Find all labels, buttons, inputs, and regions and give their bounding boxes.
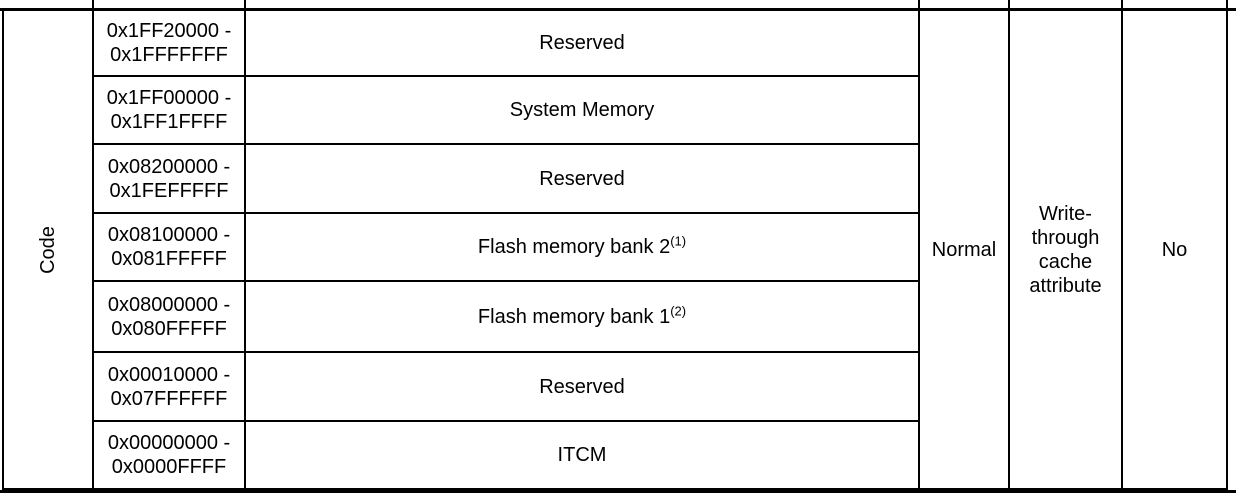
fragment-vline	[1008, 0, 1010, 8]
fragment-vline	[1226, 0, 1228, 8]
footnote-ref: (2)	[670, 302, 687, 318]
region-name: ITCM	[246, 422, 920, 490]
region-name: Flash memory bank 2(1)	[246, 214, 920, 282]
address-range: 0x08000000 - 0x080FFFFF	[94, 282, 246, 353]
flag-label: No	[1161, 238, 1188, 261]
region-name: Reserved	[246, 11, 920, 77]
region-name: System Memory	[246, 77, 920, 145]
fragment-vline	[92, 0, 94, 8]
address-range: 0x08200000 - 0x1FEFFFFF	[94, 145, 246, 214]
region-name: Reserved	[246, 145, 920, 214]
region-group-label: Code	[37, 225, 59, 274]
region-name: Reserved	[246, 353, 920, 422]
address-range: 0x08100000 - 0x081FFFFF	[94, 214, 246, 282]
memory-map-table: Code 0x1FF20000 - 0x1FFFFFFF Reserved 0x…	[2, 11, 1228, 490]
memory-type-label: Normal	[931, 238, 997, 261]
table-bottom-rule	[0, 490, 1236, 493]
address-range: 0x1FF20000 - 0x1FFFFFFF	[94, 11, 246, 77]
table-section-divider	[0, 8, 1236, 11]
fragment-vline	[1121, 0, 1123, 8]
memory-type-cell: Normal	[920, 11, 1010, 490]
region-name: Flash memory bank 1(2)	[246, 282, 920, 353]
fragment-vline	[244, 0, 246, 8]
cache-attribute-label: Write- through cache attribute	[1029, 202, 1102, 297]
flag-cell: No	[1123, 11, 1228, 490]
region-group-cell: Code	[4, 11, 94, 490]
cache-attribute-cell: Write- through cache attribute	[1010, 11, 1123, 490]
footnote-ref: (1)	[670, 233, 687, 249]
fragment-vline	[918, 0, 920, 8]
address-range: 0x00000000 - 0x0000FFFF	[94, 422, 246, 490]
address-range: 0x00010000 - 0x07FFFFFF	[94, 353, 246, 422]
address-range: 0x1FF00000 - 0x1FF1FFFF	[94, 77, 246, 145]
